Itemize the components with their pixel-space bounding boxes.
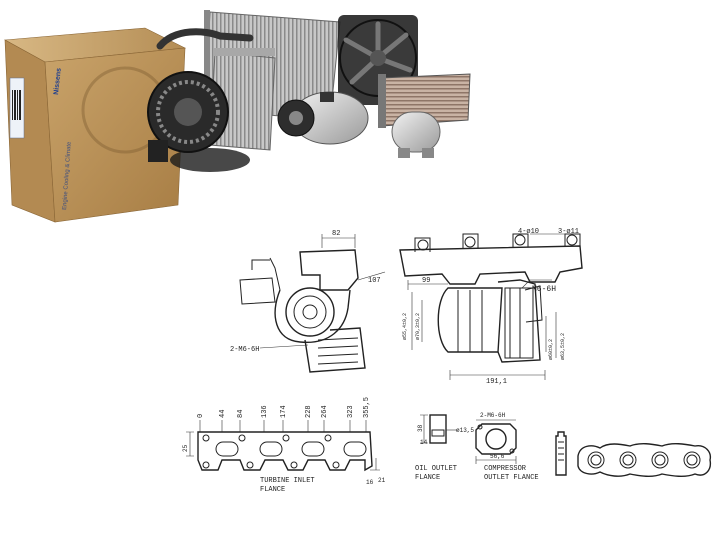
cardboard-box [3,27,187,223]
oil-label-2: FLANCE [415,474,440,482]
gasket-kit-image [555,431,712,477]
compressor-outlet-flange [475,419,517,464]
inlet-bottom-dim-2: 21 [378,477,386,484]
front-dim-191: 191,1 [486,378,507,386]
technical-drawing: 82 107 2-M6-6H 4-ø10 3-ø11 99 M6-6H 191,… [182,228,712,494]
inlet-bottom-dim-1: 16 [366,479,374,486]
oil-label-1: OIL OUTLET [415,465,457,473]
box-tagline: Engine Cooling & Climate [62,141,73,210]
inlet-x-264: 264 [321,405,329,418]
front-thread-m6: M6-6H [532,285,556,294]
turbo-front-view [399,233,583,380]
inlet-side-dim: 25 [182,444,189,452]
turbine-inlet-flange [186,420,380,472]
inlet-x-228: 228 [305,405,313,418]
ac-hose-image [156,28,254,50]
oil-outlet-flange [420,414,458,444]
front-dia-4: ø63,5±0,2 [560,333,566,360]
front-dia-3: ø60±0,2 [548,339,554,360]
oil-dim-14: 14 [420,439,428,446]
comp-thread: 2-M6-6H [480,412,506,419]
front-dia-2: ø70,3±0,2 [415,313,421,340]
front-dia-1: ø55,4±0,2 [402,313,408,340]
side-flange-thread: 2-M6-6H [230,346,259,354]
inlet-x-323: 323 [347,405,355,418]
box-brand-logo: Nissens [53,68,63,96]
inlet-x-355: 355,5 [363,397,371,418]
inlet-x-44: 44 [219,410,227,418]
inlet-x-174: 174 [280,405,288,418]
comp-label-2: OUTLET FLANCE [484,474,539,482]
oil-dim-38: 38 [417,424,424,432]
turbine-inlet-label-2: FLANCE [260,486,285,494]
side-dim-82: 82 [332,230,340,238]
ac-compressor-image [277,91,369,145]
comp-label-1: COMPRESSOR [484,465,527,473]
front-dim-4xd10: 4-ø10 [518,228,539,236]
inlet-x-84: 84 [237,410,245,418]
barcode-icon [12,90,21,120]
comp-dim-56: 56,6 [490,453,505,460]
product-collage: Nissens Engine Cooling & Climate [3,10,471,223]
side-dim-107: 107 [368,277,381,285]
inlet-x-136: 136 [261,405,269,418]
front-dim-99: 99 [422,277,430,285]
blower-motor-image [147,71,250,172]
receiver-drier-image [391,111,441,158]
oil-dim-dia: ø13,5 [456,427,474,434]
front-dim-3xd11: 3-ø11 [558,228,579,236]
inlet-x-0: 0 [197,414,205,418]
turbo-side-view [239,234,386,373]
heater-core-image [378,73,471,128]
turbine-inlet-label-1: TURBINE INLET [260,477,315,485]
